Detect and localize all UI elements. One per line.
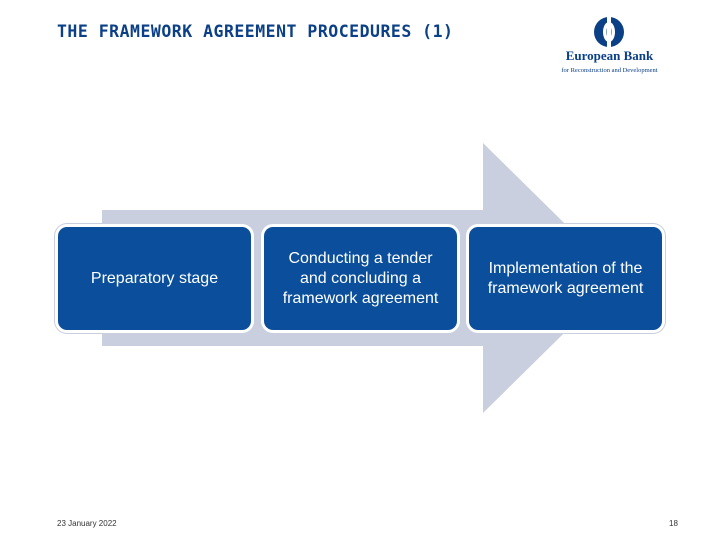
stage-box-preparatory: Preparatory stage bbox=[58, 227, 251, 330]
stage-box-tender: Conducting a tender and concluding a fra… bbox=[264, 227, 457, 330]
stage-label: Implementation of the framework agreemen… bbox=[487, 259, 644, 297]
ebrd-emblem-icon bbox=[594, 15, 624, 49]
logo-name: European Bank bbox=[565, 48, 654, 63]
stage-label: Conducting a tender and concluding a fra… bbox=[282, 249, 439, 307]
ebrd-logo: European Bank for Reconstruction and Dev… bbox=[552, 14, 667, 80]
stage-box-implementation: Implementation of the framework agreemen… bbox=[469, 227, 662, 330]
slide-title: THE FRAMEWORK AGREEMENT PROCEDURES (1) bbox=[57, 22, 454, 41]
logo-subtitle: for Reconstruction and Development bbox=[561, 67, 658, 74]
page-number: 18 bbox=[669, 519, 678, 528]
footer-date: 23 January 2022 bbox=[57, 519, 117, 528]
stage-label: Preparatory stage bbox=[90, 269, 219, 287]
